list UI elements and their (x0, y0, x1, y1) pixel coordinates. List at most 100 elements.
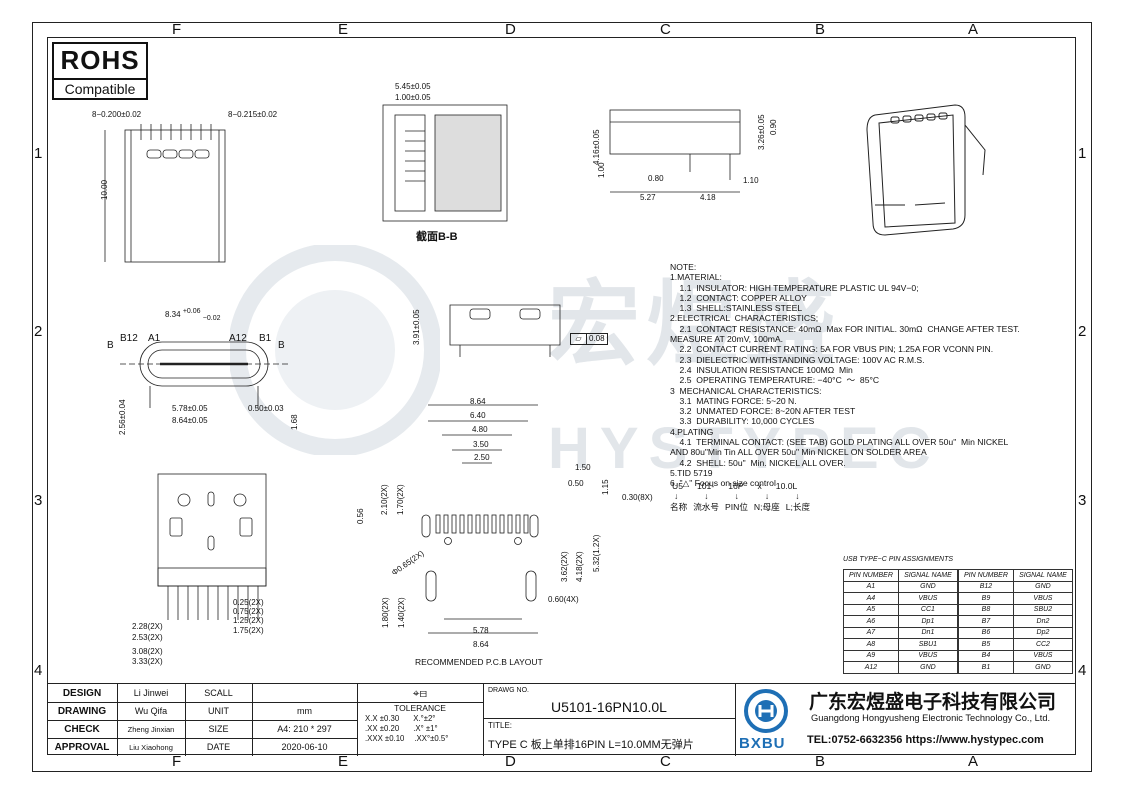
zone-right-4: 4 (1078, 662, 1087, 679)
pin-cell: CC2 (1012, 638, 1074, 651)
dim-height-10: 10.00 (100, 179, 109, 200)
dim-front-tol-up: +0.06 (182, 308, 201, 315)
dim-front-tol-dn: −0.02 (202, 315, 221, 322)
flatness-box: ▱ 0.08 (570, 333, 608, 345)
pin-cell: B6 (956, 626, 1014, 639)
arrow-down-icon: ↓ (674, 491, 679, 501)
code-label-5: L;长度 (785, 502, 811, 512)
drawing-inner-border (47, 37, 1076, 755)
bottom-view-drawing (157, 473, 267, 620)
title-label: TITLE: (488, 721, 513, 730)
pin-cell: B9 (956, 592, 1014, 605)
dim-bot-5: 2.28(2X) (132, 622, 163, 631)
dim-pcb-w3: 4.80 (472, 425, 488, 434)
dim-side-b1: 0.80 (648, 174, 664, 183)
scall-label: SCALL (204, 688, 233, 698)
arrow-down-icon: ↓ (734, 491, 739, 501)
approval-label: APPROVAL (54, 741, 110, 753)
note-line: 1.1 INSULATOR: HIGH TEMPERATURE PLASTIC … (670, 282, 919, 293)
zone-top-d: D (505, 21, 516, 38)
flatness-icon: ▱ (571, 334, 587, 344)
pin-cell: GND (1012, 580, 1074, 593)
pin-cell: CC1 (897, 603, 959, 616)
pin-cell: A5 (843, 603, 899, 616)
dim-front-h1: 3.91±0.05 (412, 309, 421, 345)
tol-linear-1: X.X ±0.30 (365, 714, 400, 723)
code-part-3: 16P (728, 481, 744, 491)
section-bb-drawing (382, 104, 508, 222)
pin-cell: VBUS (897, 592, 959, 605)
note-line: 3.1 MATING FORCE: 5~20 N. (670, 395, 797, 406)
dim-bot-7: 3.08(2X) (132, 647, 163, 656)
watermark-cn: 宏煜盛 (548, 274, 843, 376)
side-view-drawing (609, 109, 741, 193)
pin-cell: Dp2 (1012, 626, 1074, 639)
code-part-5: 10.0L (775, 481, 798, 491)
pin-b1-label: B1 (259, 333, 272, 344)
pin-cell: GND (897, 661, 959, 674)
zone-bottom-e: E (338, 753, 349, 770)
logo-text: BXBU (739, 735, 786, 752)
pin-header-cell: PIN NUMBER (843, 569, 899, 582)
zone-right-2: 2 (1078, 323, 1087, 340)
section-b-left: B (107, 340, 114, 351)
dim-side-h1: 4.16±0.05 (592, 129, 601, 165)
pin-a12-label: A12 (229, 333, 247, 344)
zone-right-3: 3 (1078, 492, 1087, 509)
dim-pcb-w4: 3.50 (473, 440, 489, 449)
tol-angle-2: .X° ±1° (413, 724, 438, 733)
dim-pcb-l3: 0.56 (356, 508, 365, 524)
dim-front-m3: 8.64±0.05 (172, 416, 208, 425)
company-name-en: Guangdong Hongyusheng Electronic Technol… (811, 713, 1051, 723)
unit-value: mm (297, 706, 312, 716)
pin-cell: Dp1 (897, 615, 959, 628)
section-b-right: B (278, 340, 285, 351)
pin-cell: A4 (843, 592, 899, 605)
arrow-down-icon: ↓ (795, 491, 800, 501)
scall-value (252, 684, 357, 702)
pin-table: PIN NUMBER SIGNAL NAME PIN NUMBER SIGNAL… (843, 569, 1074, 674)
note-line: 3 MECHANICAL CHARACTERISTICS: (670, 385, 822, 396)
dim-pcb-s2: 1.40(2X) (397, 597, 406, 628)
pin-table-title: USB TYPE−C PIN ASSIGNMENTS (843, 556, 954, 563)
pin-cell: B1 (956, 661, 1014, 674)
note-line: AND 80u"Min Tin ALL OVER 50u" Min NICKEL… (670, 447, 927, 458)
flatness-value: 0.08 (589, 334, 605, 343)
pin-cell: B7 (956, 615, 1014, 628)
dim-pcb-r1: 1.50 (575, 463, 591, 472)
note-line: 2.5 OPERATING TEMPERATURE: −40°C ～ 85°C (670, 375, 880, 386)
dim-pcb-b2: 8.64 (473, 640, 489, 649)
title-block: DESIGN DRAWING CHECK APPROVAL Li Jinwei … (47, 683, 1076, 756)
pin-cell: B8 (956, 603, 1014, 616)
dim-pcb-r3: 1.15 (601, 479, 610, 495)
dim-pcb-v1: 3.62(2X) (560, 551, 569, 582)
drawing-label: DRAWING (57, 705, 107, 717)
unit-label: UNIT (208, 706, 229, 716)
note-line: 5.TID 5719 (670, 467, 713, 478)
pin-cell: VBUS (1012, 649, 1074, 662)
pin-b12-label: B12 (120, 333, 138, 344)
projection-symbol-icon: ⌖⊟ (412, 685, 428, 700)
design-label: DESIGN (62, 687, 102, 699)
dim-pcb-l2: 1.70(2X) (396, 484, 405, 515)
dim-side-r1: 3.26±0.05 (757, 114, 766, 150)
zone-bottom-d: D (505, 753, 516, 770)
dim-front-m1: 5.78±0.05 (172, 404, 208, 413)
note-line: 2.3 DIELECTRIC WITHSTANDING VOLTAGE: 100… (670, 354, 925, 365)
zone-top-b: B (815, 21, 826, 38)
code-label-3: PIN位 (725, 502, 748, 512)
rohs-subtitle: Compatible (54, 78, 146, 98)
zone-bottom-b: B (815, 753, 826, 770)
dim-front-m2: 0.50±0.03 (248, 404, 284, 413)
drawg-no-value: U5101-16PN10.0L (551, 699, 667, 715)
pin-cell: B4 (956, 649, 1014, 662)
tol-row-3: .XXX ±0.10.XX°±0.5° (365, 734, 448, 744)
pin-cell: A6 (843, 615, 899, 628)
dim-pcb-b1: 5.78 (473, 626, 489, 635)
note-line: 1.3 SHELL:STAINLESS STEEL (670, 303, 803, 314)
